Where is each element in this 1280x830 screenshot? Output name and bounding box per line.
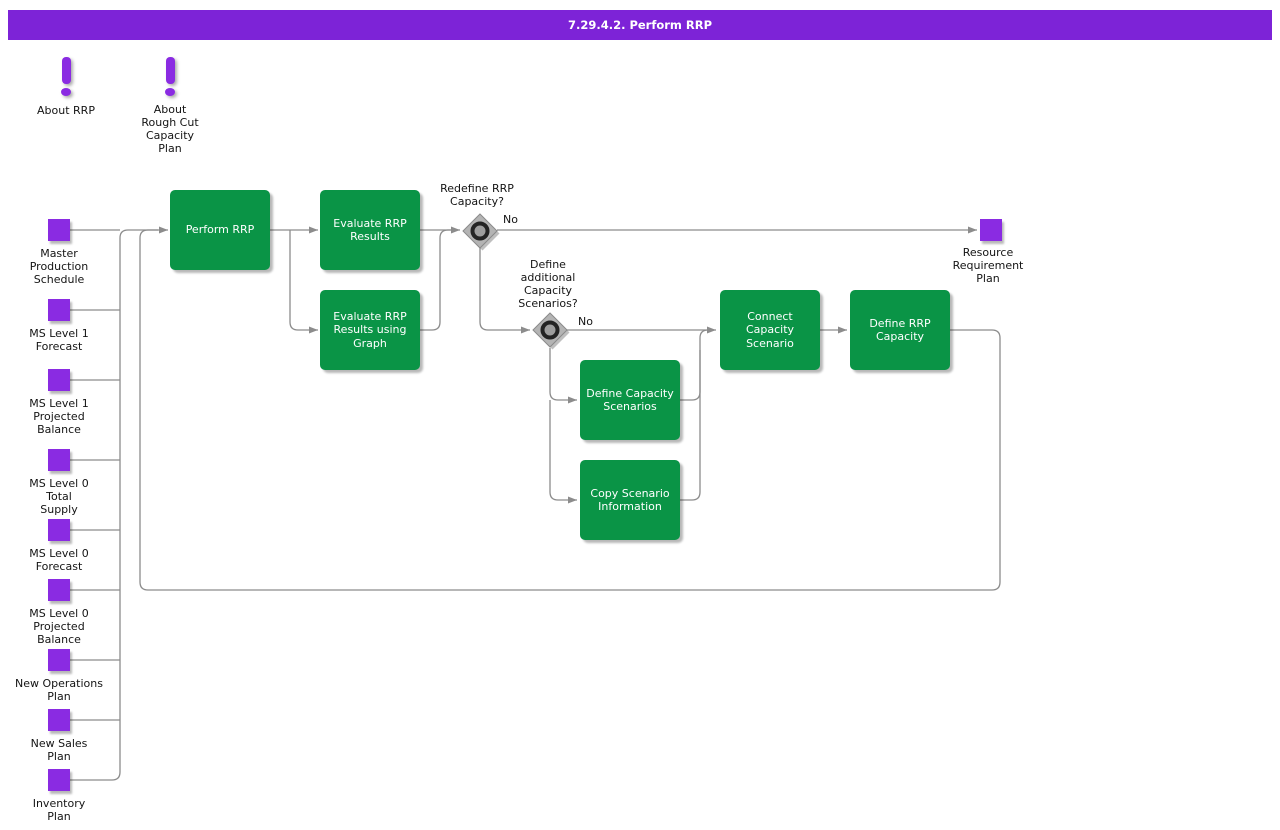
decision-define-additional-capacity-scenarios[interactable] (532, 312, 570, 350)
input-label: MS Level 0 Forecast (29, 547, 89, 573)
decision-2-label: Define additional Capacity Scenarios? (518, 258, 578, 310)
input-new-operations-plan[interactable] (48, 649, 70, 671)
input-label: MS Level 1 Forecast (29, 327, 89, 353)
decision-2-no-label: No (578, 315, 593, 328)
input-label: Inventory Plan (32, 797, 86, 823)
about-rrp-note[interactable] (57, 57, 75, 96)
input-ms-level-1-projected-balance[interactable] (48, 369, 70, 391)
input-label: Master Production Schedule (29, 247, 89, 286)
input-label: New Sales Plan (30, 737, 88, 763)
decision-1-label: Redefine RRP Capacity? (440, 182, 514, 208)
input-label: MS Level 0 Projected Balance (29, 607, 89, 646)
task-evaluate-rrp-results-using-graph[interactable]: Evaluate RRP Results using Graph (320, 290, 420, 370)
about-rrp-label: About RRP (37, 104, 95, 117)
output-resource-requirement-plan[interactable] (980, 219, 1002, 241)
output-label: Resource Requirement Plan (952, 246, 1024, 285)
task-define-capacity-scenarios[interactable]: Define Capacity Scenarios (580, 360, 680, 440)
exclamation-icon (57, 57, 75, 96)
input-label: MS Level 0 Total Supply (29, 477, 89, 516)
task-copy-scenario-information[interactable]: Copy Scenario Information (580, 460, 680, 540)
input-new-sales-plan[interactable] (48, 709, 70, 731)
decision-1-no-label: No (503, 213, 518, 226)
input-inventory-plan[interactable] (48, 769, 70, 791)
task-evaluate-rrp-results[interactable]: Evaluate RRP Results (320, 190, 420, 270)
input-ms-level-0-forecast[interactable] (48, 519, 70, 541)
input-label: New Operations Plan (15, 677, 103, 703)
input-ms-level-0-total-supply[interactable] (48, 449, 70, 471)
task-perform-rrp[interactable]: Perform RRP (170, 190, 270, 270)
title-bar: 7.29.4.2. Perform RRP (8, 10, 1272, 40)
task-connect-capacity-scenario[interactable]: Connect Capacity Scenario (720, 290, 820, 370)
decision-redefine-rrp-capacity[interactable] (462, 213, 500, 251)
input-ms-level-1-forecast[interactable] (48, 299, 70, 321)
input-master-production-schedule[interactable] (48, 219, 70, 241)
input-label: MS Level 1 Projected Balance (29, 397, 89, 436)
about-rough-cut-capacity-plan-note[interactable] (161, 57, 179, 96)
exclamation-icon (161, 57, 179, 96)
about-rough-cut-capacity-plan-label: About Rough Cut Capacity Plan (141, 103, 199, 155)
input-ms-level-0-projected-balance[interactable] (48, 579, 70, 601)
task-define-rrp-capacity[interactable]: Define RRP Capacity (850, 290, 950, 370)
